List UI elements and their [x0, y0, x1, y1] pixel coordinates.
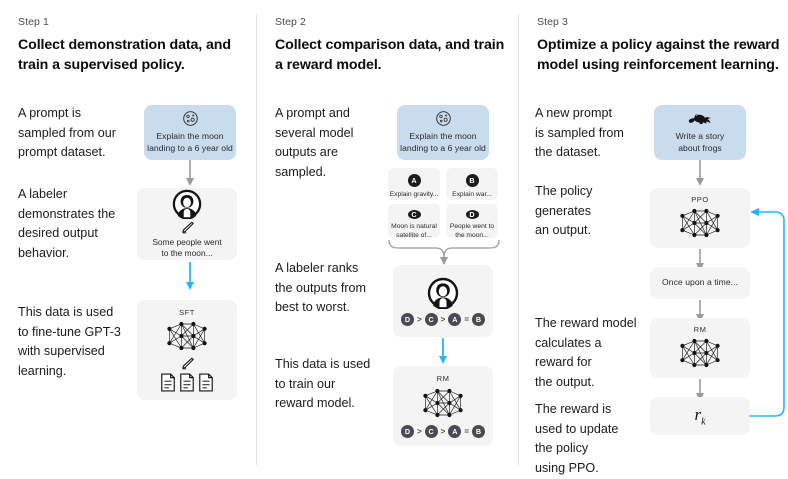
rank-badge-d: D: [400, 312, 414, 326]
step-2-title: Collect comparison data, and train a rew…: [275, 37, 505, 74]
output-text-b: Explain war...: [452, 191, 492, 198]
rank-op-1: >: [416, 314, 422, 324]
step-3-paragraph-3: The reward model calculates a reward for…: [535, 316, 637, 389]
step-2-ranking-row: D > C > A = B: [400, 312, 485, 326]
step-2-paragraph-3: This data is used to train our reward mo…: [275, 357, 371, 411]
rank-badge-a: A: [448, 312, 462, 326]
step-3-output-node[interactable]: Once upon a time...: [650, 267, 750, 299]
output-letter-d: D: [465, 210, 479, 219]
step-2-merge-bracket: [388, 239, 500, 265]
step-2-output-card-b[interactable]: B Explain war...: [446, 168, 498, 200]
step-1-paragraph-2: A labeler demonstrates the desired outpu…: [18, 187, 116, 260]
step-3-prompt-node[interactable]: Write a story about frogs: [654, 105, 746, 160]
step-3-column: Step 3 Optimize a policy against the rew…: [519, 0, 788, 479]
step-3-prompt-text: Write a story about frogs: [675, 130, 725, 153]
step-1-header: Step 1 Collect demonstration data, and t…: [0, 16, 257, 75]
step-3-label: Step 3: [537, 16, 568, 28]
step-3-ppo-label: PPO: [691, 195, 709, 204]
step-2-label: Step 2: [275, 16, 306, 28]
step-2-prompt-node[interactable]: Explain the moon landing to a 6 year old: [397, 105, 489, 160]
step-1-arrow-1: [186, 160, 194, 186]
step-2-header: Step 2 Collect comparison data, and trai…: [257, 16, 519, 75]
labeler-avatar-icon: [427, 277, 459, 309]
step-1-paragraph-3: This data is used to fine-tune GPT-3 wit…: [18, 305, 121, 378]
step-3-paragraph-1: A new prompt is sampled from the dataset…: [535, 106, 624, 160]
step-3-header: Step 3 Optimize a policy against the rew…: [519, 16, 788, 75]
frog-icon: [687, 111, 713, 127]
moon-icon: [182, 110, 199, 127]
step-1-paragraph-1: A prompt is sampled from our prompt data…: [18, 106, 116, 160]
neural-network-icon: [163, 318, 211, 354]
output-letter-c: C: [407, 210, 421, 219]
rm-rank-op-3: =: [464, 427, 469, 436]
step-1-arrow-2: [186, 262, 194, 290]
step-3-paragraph-2: The policy generates an output.: [535, 184, 593, 238]
column-divider-2: [518, 14, 519, 465]
step-1-labeler-caption: Some people went to the moon...: [152, 236, 222, 258]
step-2-rm-node[interactable]: RM D >: [393, 366, 493, 446]
rm-rank-badge-c: C: [424, 425, 438, 438]
step-2-output-card-d[interactable]: D People went to the moon...: [446, 204, 498, 239]
step-2-column: Step 2 Collect comparison data, and trai…: [257, 0, 519, 479]
rank-badge-b: B: [472, 312, 485, 326]
step-3-rm-label: RM: [693, 325, 707, 334]
step-1-prompt-text: Explain the moon landing to a 6 year old: [147, 131, 233, 153]
documents-group: [160, 373, 214, 392]
step-2-output-card-c[interactable]: C Moon is natural satellite of...: [388, 204, 440, 239]
document-icon: [199, 373, 213, 392]
step-3-arrow-1: [696, 160, 704, 186]
step-3-output-text: Once upon a time...: [662, 277, 738, 288]
step-3-feedback-loop-arrow: [749, 208, 785, 417]
moon-icon: [435, 110, 452, 127]
step-1-prompt-node[interactable]: Explain the moon landing to a 6 year old: [144, 105, 236, 160]
output-text-c: Moon is natural satellite of...: [391, 223, 437, 239]
step-1-sft-label: SFT: [179, 308, 195, 317]
step-2-output-card-a[interactable]: A Explain gravity...: [388, 168, 440, 200]
step-1-labeler-node[interactable]: Some people went to the moon...: [137, 188, 237, 260]
step-2-paragraph-1: A prompt and several model outputs are s…: [275, 106, 354, 179]
rm-rank-badge-b: B: [472, 425, 485, 438]
pencil-icon: [180, 221, 195, 234]
step-3-title: Optimize a policy against the reward mod…: [537, 37, 780, 74]
step-1-title: Collect demonstration data, and train a …: [18, 37, 231, 74]
neural-network-icon: [676, 205, 724, 241]
pencil-icon: [180, 357, 195, 370]
output-text-d: People went to the moon...: [449, 223, 495, 239]
output-text-a: Explain gravity...: [389, 191, 439, 198]
step-1-sft-node[interactable]: SFT: [137, 300, 237, 400]
step-2-rm-ranking-row: D > C > A = B: [400, 425, 485, 438]
output-letter-a: A: [407, 174, 421, 187]
rm-rank-badge-d: D: [400, 425, 414, 438]
step-1-label: Step 1: [18, 16, 49, 28]
step-3-ppo-node[interactable]: PPO: [650, 188, 750, 248]
document-icon: [161, 373, 175, 392]
neural-network-icon: [676, 335, 724, 371]
step-2-ranking-node[interactable]: D > C > A = B: [393, 265, 493, 337]
step-2-arrow-blue: [439, 338, 447, 364]
rank-badge-c: C: [424, 312, 438, 326]
rm-rank-op-2: >: [440, 427, 446, 436]
rm-rank-badge-a: A: [448, 425, 462, 438]
step-3-paragraph-4: The reward is used to update the policy …: [535, 402, 619, 475]
step-2-paragraph-2: A labeler ranks the outputs from best to…: [275, 261, 367, 315]
step-1-column: Step 1 Collect demonstration data, and t…: [0, 0, 257, 479]
labeler-avatar-icon: [172, 189, 202, 219]
rank-op-2: >: [440, 314, 446, 324]
step-3-rm-node[interactable]: RM: [650, 318, 750, 378]
column-divider-1: [256, 14, 257, 465]
step-2-rm-label: RM: [436, 374, 450, 383]
step-2-prompt-text: Explain the moon landing to a 6 year old: [400, 131, 486, 153]
output-letter-b: B: [465, 174, 479, 187]
step-3-reward-node[interactable]: rk: [650, 397, 750, 435]
neural-network-icon: [419, 385, 467, 421]
document-icon: [180, 373, 194, 392]
step-3-reward-symbol: rk: [694, 404, 706, 428]
rm-rank-op-1: >: [416, 427, 422, 436]
rank-op-3: =: [464, 314, 469, 324]
